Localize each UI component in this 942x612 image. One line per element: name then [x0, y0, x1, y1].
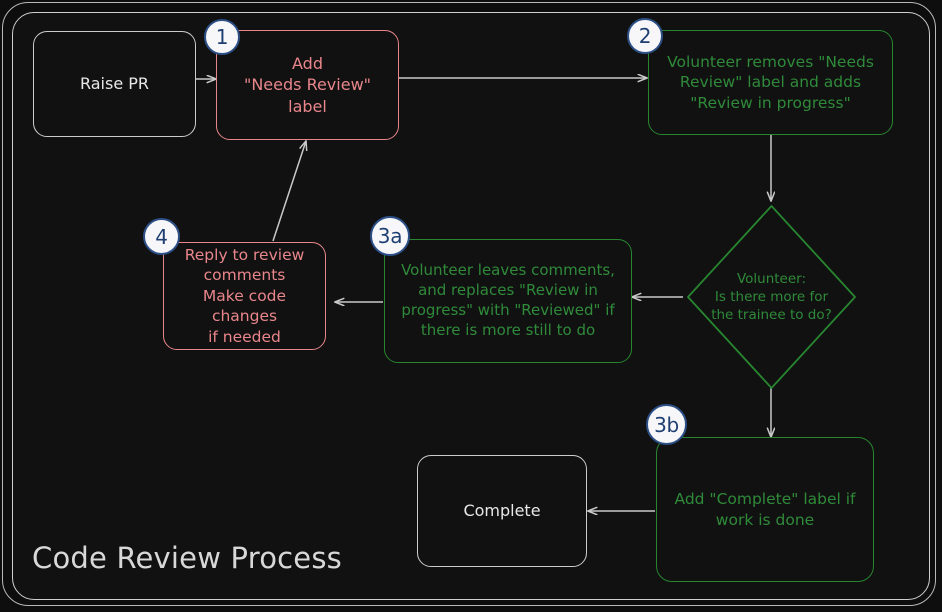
- node-raise-pr[interactable]: Raise PR: [33, 31, 196, 137]
- diagram-title: Code Review Process: [32, 541, 342, 575]
- node-complete-label: Complete: [463, 501, 541, 521]
- node-volunteer-removes[interactable]: Volunteer removes "Needs Review" label a…: [648, 30, 893, 135]
- node-reply-to-review-label: Reply to review comments Make code chang…: [184, 245, 305, 346]
- node-volunteer-comments[interactable]: Volunteer leaves comments, and replaces …: [384, 239, 632, 363]
- node-add-needs-review-label: Add "Needs Review" label: [243, 54, 372, 116]
- badge-1: 1: [204, 19, 240, 55]
- node-add-needs-review[interactable]: Add "Needs Review" label: [216, 30, 399, 140]
- node-volunteer-removes-label: Volunteer removes "Needs Review" label a…: [667, 52, 874, 112]
- badge-3a-text: 3a: [377, 224, 403, 248]
- node-raise-pr-label: Raise PR: [79, 74, 150, 94]
- node-decision-more-work-label: Volunteer: Is there more for the trainee…: [711, 270, 832, 324]
- badge-4-text: 4: [155, 224, 168, 249]
- badge-4: 4: [143, 218, 180, 255]
- node-complete[interactable]: Complete: [417, 455, 587, 567]
- node-decision-more-work[interactable]: Volunteer: Is there more for the trainee…: [683, 201, 860, 393]
- badge-1-text: 1: [215, 25, 229, 49]
- node-add-complete-label[interactable]: Add "Complete" label if work is done: [656, 437, 874, 582]
- badge-3a: 3a: [370, 216, 410, 256]
- node-add-complete-label-label: Add "Complete" label if work is done: [674, 490, 856, 529]
- badge-3b-text: 3b: [654, 412, 679, 437]
- badge-2-text: 2: [638, 24, 652, 48]
- node-volunteer-comments-label: Volunteer leaves comments, and replaces …: [401, 261, 615, 339]
- badge-3b: 3b: [646, 404, 687, 445]
- diamond-shape: [683, 201, 860, 393]
- node-reply-to-review[interactable]: Reply to review comments Make code chang…: [163, 242, 326, 350]
- badge-2: 2: [627, 18, 663, 54]
